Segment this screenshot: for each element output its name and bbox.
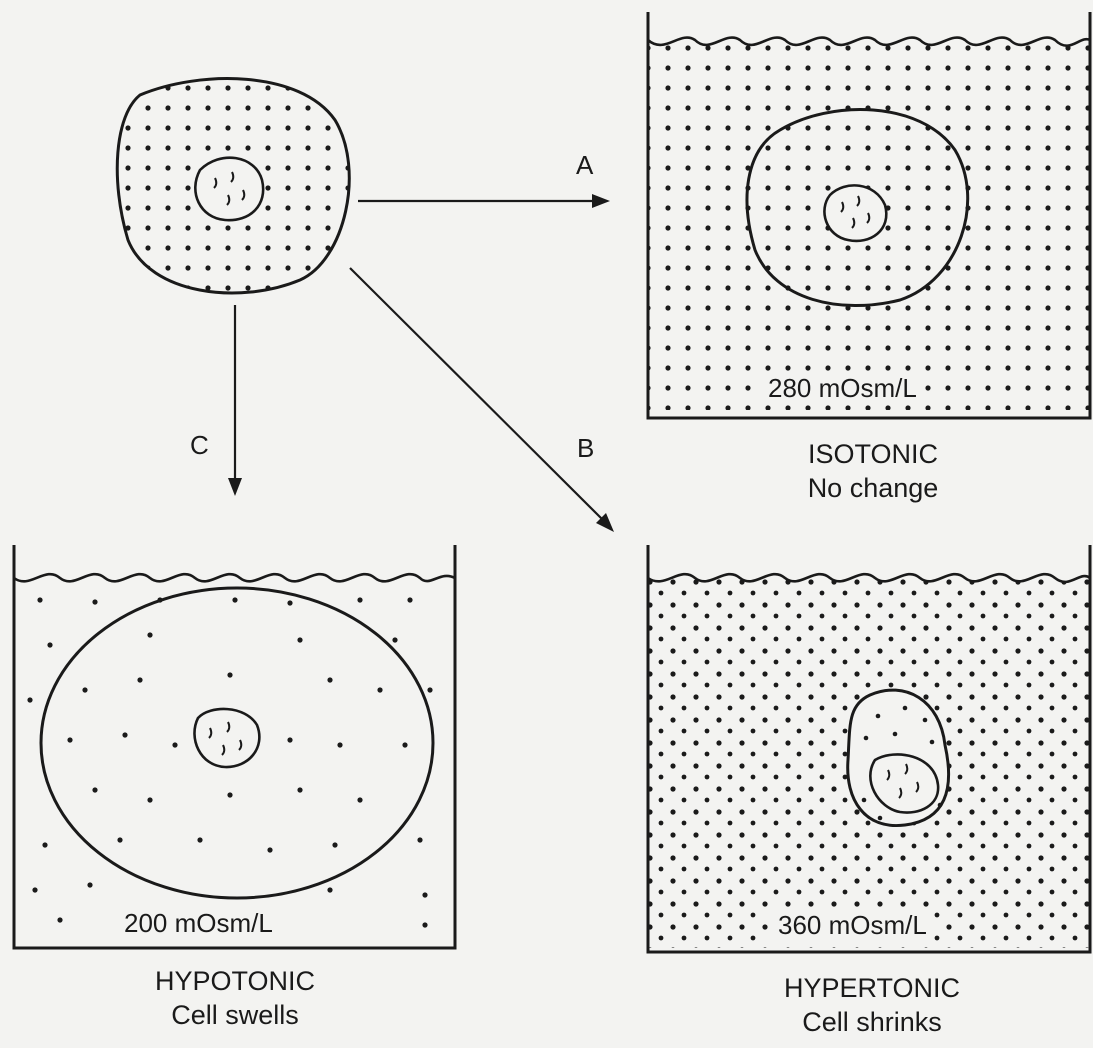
solute-dot [287, 600, 292, 605]
solute-dot [172, 742, 177, 747]
solute-dot [407, 597, 412, 602]
hypertonic-caption: HYPERTONIC Cell shrinks [742, 972, 1002, 1040]
solute-dot [67, 737, 72, 742]
solute-dot [377, 687, 382, 692]
solute-dot [122, 732, 127, 737]
solute-dot [327, 887, 332, 892]
solute-dot [92, 599, 97, 604]
solute-dot [137, 677, 142, 682]
hypotonic-beaker [14, 545, 455, 948]
solute-dot [327, 677, 332, 682]
solute-dot [427, 687, 432, 692]
isotonic-caption: ISOTONIC No change [768, 438, 978, 506]
arrow-a [358, 194, 610, 208]
hypertonic-concentration: 360 mOsm/L [772, 910, 933, 941]
hypotonic-subtitle: Cell swells [110, 999, 360, 1033]
arrow-a-label: A [576, 150, 593, 181]
arrow-c-label: C [190, 430, 209, 461]
isotonic-cell-nucleus [824, 185, 886, 241]
solute-dot [147, 797, 152, 802]
original-cell-nucleus [195, 158, 263, 221]
solute-dot [32, 887, 37, 892]
hypotonic-title: HYPOTONIC [110, 965, 360, 999]
isotonic-title: ISOTONIC [768, 438, 978, 472]
solute-dot [332, 842, 337, 847]
solute-dot [57, 917, 62, 922]
solute-dot [357, 597, 362, 602]
solute-dot [157, 597, 162, 602]
solute-dot [27, 697, 32, 702]
hypotonic-concentration: 200 mOsm/L [118, 908, 279, 939]
solute-dot [337, 742, 342, 747]
hypertonic-title: HYPERTONIC [742, 972, 1002, 1006]
swollen-cell-nucleus [194, 709, 259, 767]
solute-dot [402, 742, 407, 747]
solute-dot [422, 892, 427, 897]
hypertonic-beaker [648, 545, 1090, 952]
isotonic-subtitle: No change [768, 472, 978, 506]
arrow-c [228, 305, 242, 496]
solute-dot [82, 687, 87, 692]
hypotonic-caption: HYPOTONIC Cell swells [110, 965, 360, 1033]
solute-dot [422, 922, 427, 927]
solute-dot [297, 787, 302, 792]
solute-dot [197, 837, 202, 842]
arrow-b [350, 268, 614, 532]
solute-dot [287, 737, 292, 742]
isotonic-concentration: 280 mOsm/L [762, 373, 923, 404]
solute-dot [227, 672, 232, 677]
solute-dot [37, 597, 42, 602]
arrow-b-label: B [577, 433, 594, 464]
hypotonic-water-surface [14, 574, 455, 581]
solute-dot [232, 597, 237, 602]
solute-dot [87, 882, 92, 887]
hypertonic-subtitle: Cell shrinks [742, 1006, 1002, 1040]
solute-dot [47, 642, 52, 647]
solute-dot [117, 837, 122, 842]
solute-dot [417, 837, 422, 842]
solute-dot [357, 797, 362, 802]
isotonic-beaker [648, 12, 1090, 418]
solute-dot [147, 632, 152, 637]
solute-dot [267, 847, 272, 852]
solute-dot [227, 792, 232, 797]
solute-dot [42, 842, 47, 847]
original-cell [100, 60, 370, 320]
solute-dot [392, 637, 397, 642]
solute-dot [92, 787, 97, 792]
solute-dot [297, 637, 302, 642]
